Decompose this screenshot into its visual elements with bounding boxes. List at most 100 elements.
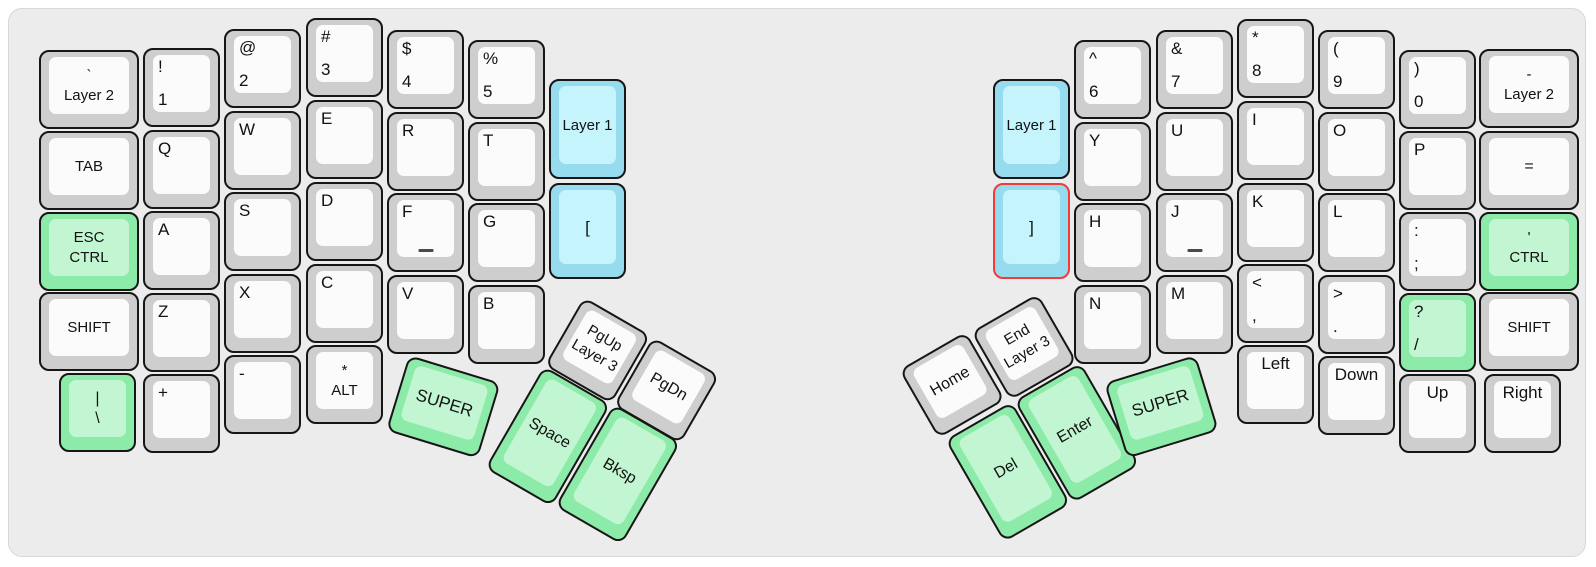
keycap-face: #3: [316, 25, 373, 82]
key-label: /: [1414, 335, 1419, 354]
key-x[interactable]: X: [224, 274, 301, 353]
key-v[interactable]: V: [387, 275, 464, 354]
key-label: H: [1089, 212, 1102, 231]
key-exclam-1[interactable]: !1: [143, 48, 220, 127]
key-z[interactable]: Z: [143, 293, 220, 372]
key-paren-9[interactable]: (9: [1318, 30, 1395, 109]
key-h[interactable]: H: [1074, 203, 1151, 282]
keycap-face: D: [316, 189, 373, 246]
key-label: *: [1252, 28, 1259, 47]
keycap-face: )0: [1409, 57, 1466, 114]
key-dollar-4[interactable]: $4: [387, 30, 464, 109]
key-label: Layer 2: [1503, 86, 1555, 103]
key-shift-left[interactable]: SHIFT: [39, 292, 139, 371]
key-arrow-left[interactable]: Left: [1237, 345, 1314, 424]
keycap-face: @2: [234, 36, 291, 93]
key-j[interactable]: J: [1156, 193, 1233, 272]
key-p[interactable]: P: [1399, 131, 1476, 210]
key-q[interactable]: Q: [143, 130, 220, 209]
key-label: [: [585, 217, 590, 237]
key-label: ': [1527, 229, 1531, 246]
key-question-slash[interactable]: ?/: [1399, 293, 1476, 372]
key-plus[interactable]: +: [143, 374, 220, 453]
keycap-face: Y: [1084, 129, 1141, 186]
key-label: (: [1333, 39, 1339, 58]
key-left-bracket[interactable]: [: [549, 183, 626, 279]
key-g[interactable]: G: [468, 203, 545, 282]
key-r[interactable]: R: [387, 112, 464, 191]
key-e[interactable]: E: [306, 100, 383, 179]
key-caret-6[interactable]: ^6: [1074, 40, 1151, 119]
key-label: `: [86, 67, 92, 84]
key-t[interactable]: T: [468, 122, 545, 201]
key-tab[interactable]: TAB: [39, 131, 139, 210]
key-a[interactable]: A: [143, 211, 220, 290]
key-asterisk-8[interactable]: *8: [1237, 19, 1314, 98]
key-label: :: [1414, 221, 1419, 240]
key-amp-7[interactable]: &7: [1156, 30, 1233, 109]
keycap-face: S: [234, 199, 291, 256]
key-o[interactable]: O: [1318, 112, 1395, 191]
keycap-face: I: [1247, 108, 1304, 165]
key-quote-ctrl[interactable]: 'CTRL: [1479, 212, 1579, 291]
key-super-left[interactable]: SUPER: [385, 355, 501, 459]
keycap-face: M: [1166, 282, 1223, 339]
homing-bar-icon: [1187, 249, 1202, 252]
key-label: Layer 2: [63, 87, 115, 104]
key-hash-3[interactable]: #3: [306, 18, 383, 97]
key-dash-layer2[interactable]: -Layer 2: [1479, 49, 1579, 128]
key-k[interactable]: K: [1237, 183, 1314, 262]
key-i[interactable]: I: [1237, 101, 1314, 180]
key-label: T: [483, 131, 494, 150]
key-right-bracket[interactable]: ]: [993, 183, 1070, 279]
key-s[interactable]: S: [224, 192, 301, 271]
key-layer1-right[interactable]: Layer 1: [993, 79, 1070, 179]
key-arrow-down[interactable]: Down: [1318, 356, 1395, 435]
key-w[interactable]: W: [224, 111, 301, 190]
keycap-face: :;: [1409, 219, 1466, 276]
key-layer1-left[interactable]: Layer 1: [549, 79, 626, 179]
key-label: %: [483, 49, 499, 68]
keycap-face: K: [1247, 190, 1304, 247]
key-grave-layer2[interactable]: ` Layer 2: [39, 50, 139, 129]
key-label: &: [1171, 39, 1183, 58]
key-m[interactable]: M: [1156, 275, 1233, 354]
key-u[interactable]: U: [1156, 112, 1233, 191]
keycap-face: >.: [1328, 282, 1385, 339]
keycap-face: $4: [397, 37, 454, 94]
key-pipe-backslash[interactable]: |\: [59, 373, 136, 452]
key-gt-period[interactable]: >.: [1318, 275, 1395, 354]
key-asterisk-alt[interactable]: *ALT: [306, 345, 383, 424]
key-c[interactable]: C: [306, 264, 383, 343]
key-label: B: [483, 294, 495, 313]
keycap-face: Q: [153, 137, 210, 194]
key-d[interactable]: D: [306, 182, 383, 261]
key-l[interactable]: L: [1318, 193, 1395, 272]
key-n[interactable]: N: [1074, 285, 1151, 364]
key-percent-5[interactable]: %5: [468, 40, 545, 119]
keycap-face: !1: [153, 55, 210, 112]
key-minus[interactable]: -: [224, 355, 301, 434]
key-arrow-right[interactable]: Right: [1484, 374, 1561, 453]
key-lt-comma[interactable]: <,: [1237, 264, 1314, 343]
keycap-face: ?/: [1409, 300, 1466, 357]
key-paren-0[interactable]: )0: [1399, 50, 1476, 129]
key-y[interactable]: Y: [1074, 122, 1151, 201]
key-label: |: [95, 390, 100, 407]
keycap-face: Right: [1494, 381, 1551, 438]
keycap-face: &7: [1166, 37, 1223, 94]
keycap-face: ^6: [1084, 47, 1141, 104]
key-equals[interactable]: =: [1479, 131, 1579, 210]
key-label: I: [1252, 110, 1257, 129]
key-label: L: [1333, 202, 1343, 221]
key-shift-right[interactable]: SHIFT: [1479, 292, 1579, 371]
key-label: =: [1524, 158, 1534, 175]
key-arrow-up[interactable]: Up: [1399, 374, 1476, 453]
key-b[interactable]: B: [468, 285, 545, 364]
key-at-2[interactable]: @2: [224, 29, 301, 108]
key-f[interactable]: F: [387, 193, 464, 272]
key-label: $: [402, 39, 412, 58]
key-label: O: [1333, 121, 1347, 140]
key-colon-semicolon[interactable]: :;: [1399, 212, 1476, 291]
